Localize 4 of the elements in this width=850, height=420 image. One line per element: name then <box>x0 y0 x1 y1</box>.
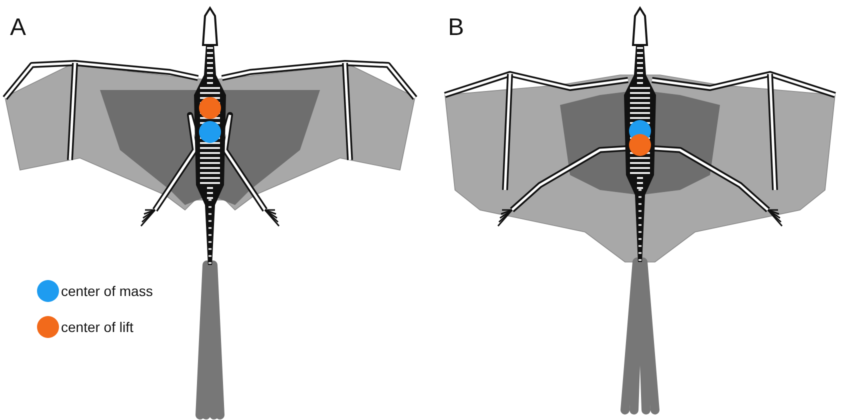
legend-label: center of lift <box>61 319 134 335</box>
legend-label: center of mass <box>61 283 153 299</box>
panel-letter: B <box>448 16 464 40</box>
panel-letter: A <box>10 16 26 40</box>
